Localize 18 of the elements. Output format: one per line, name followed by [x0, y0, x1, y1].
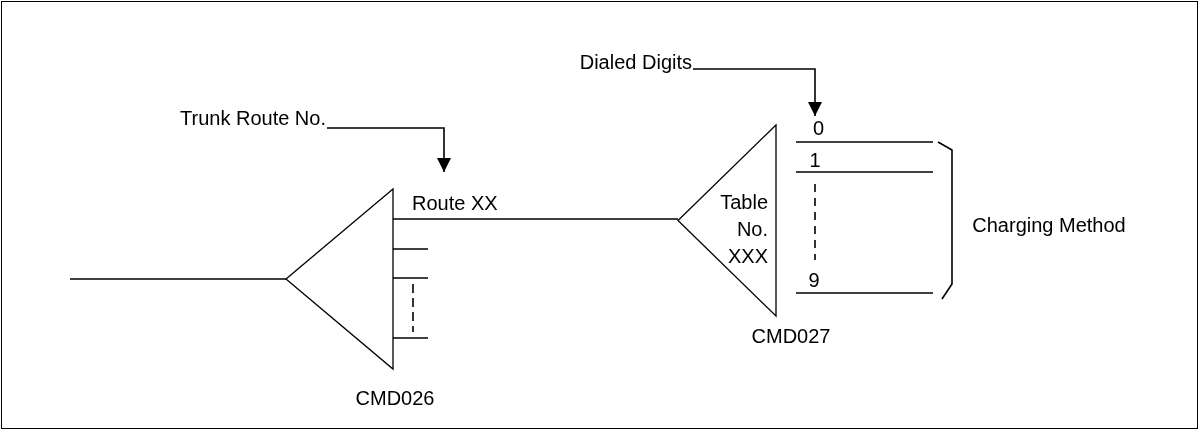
digit-label: 1	[809, 148, 821, 172]
selector-triangle	[678, 125, 776, 316]
leader-label: 0	[811, 116, 824, 140]
command-label: CMD026	[355, 386, 435, 410]
route-line	[392, 337, 429, 339]
node-label: Table No. XXX	[719, 190, 768, 269]
leader-arrow	[326, 127, 451, 173]
route-line	[392, 248, 429, 250]
leader-label: Dialed Digits	[578, 50, 692, 74]
route-line	[69, 278, 287, 280]
group-label: Charging Method	[972, 213, 1126, 237]
command-label: CMD027	[751, 324, 831, 348]
leader-arrow	[692, 68, 822, 117]
digit-label: 9	[808, 268, 820, 292]
route-line	[392, 277, 429, 279]
selector-triangle	[286, 189, 393, 369]
leader-label: Trunk Route No.	[179, 106, 326, 130]
route-line	[392, 218, 679, 220]
